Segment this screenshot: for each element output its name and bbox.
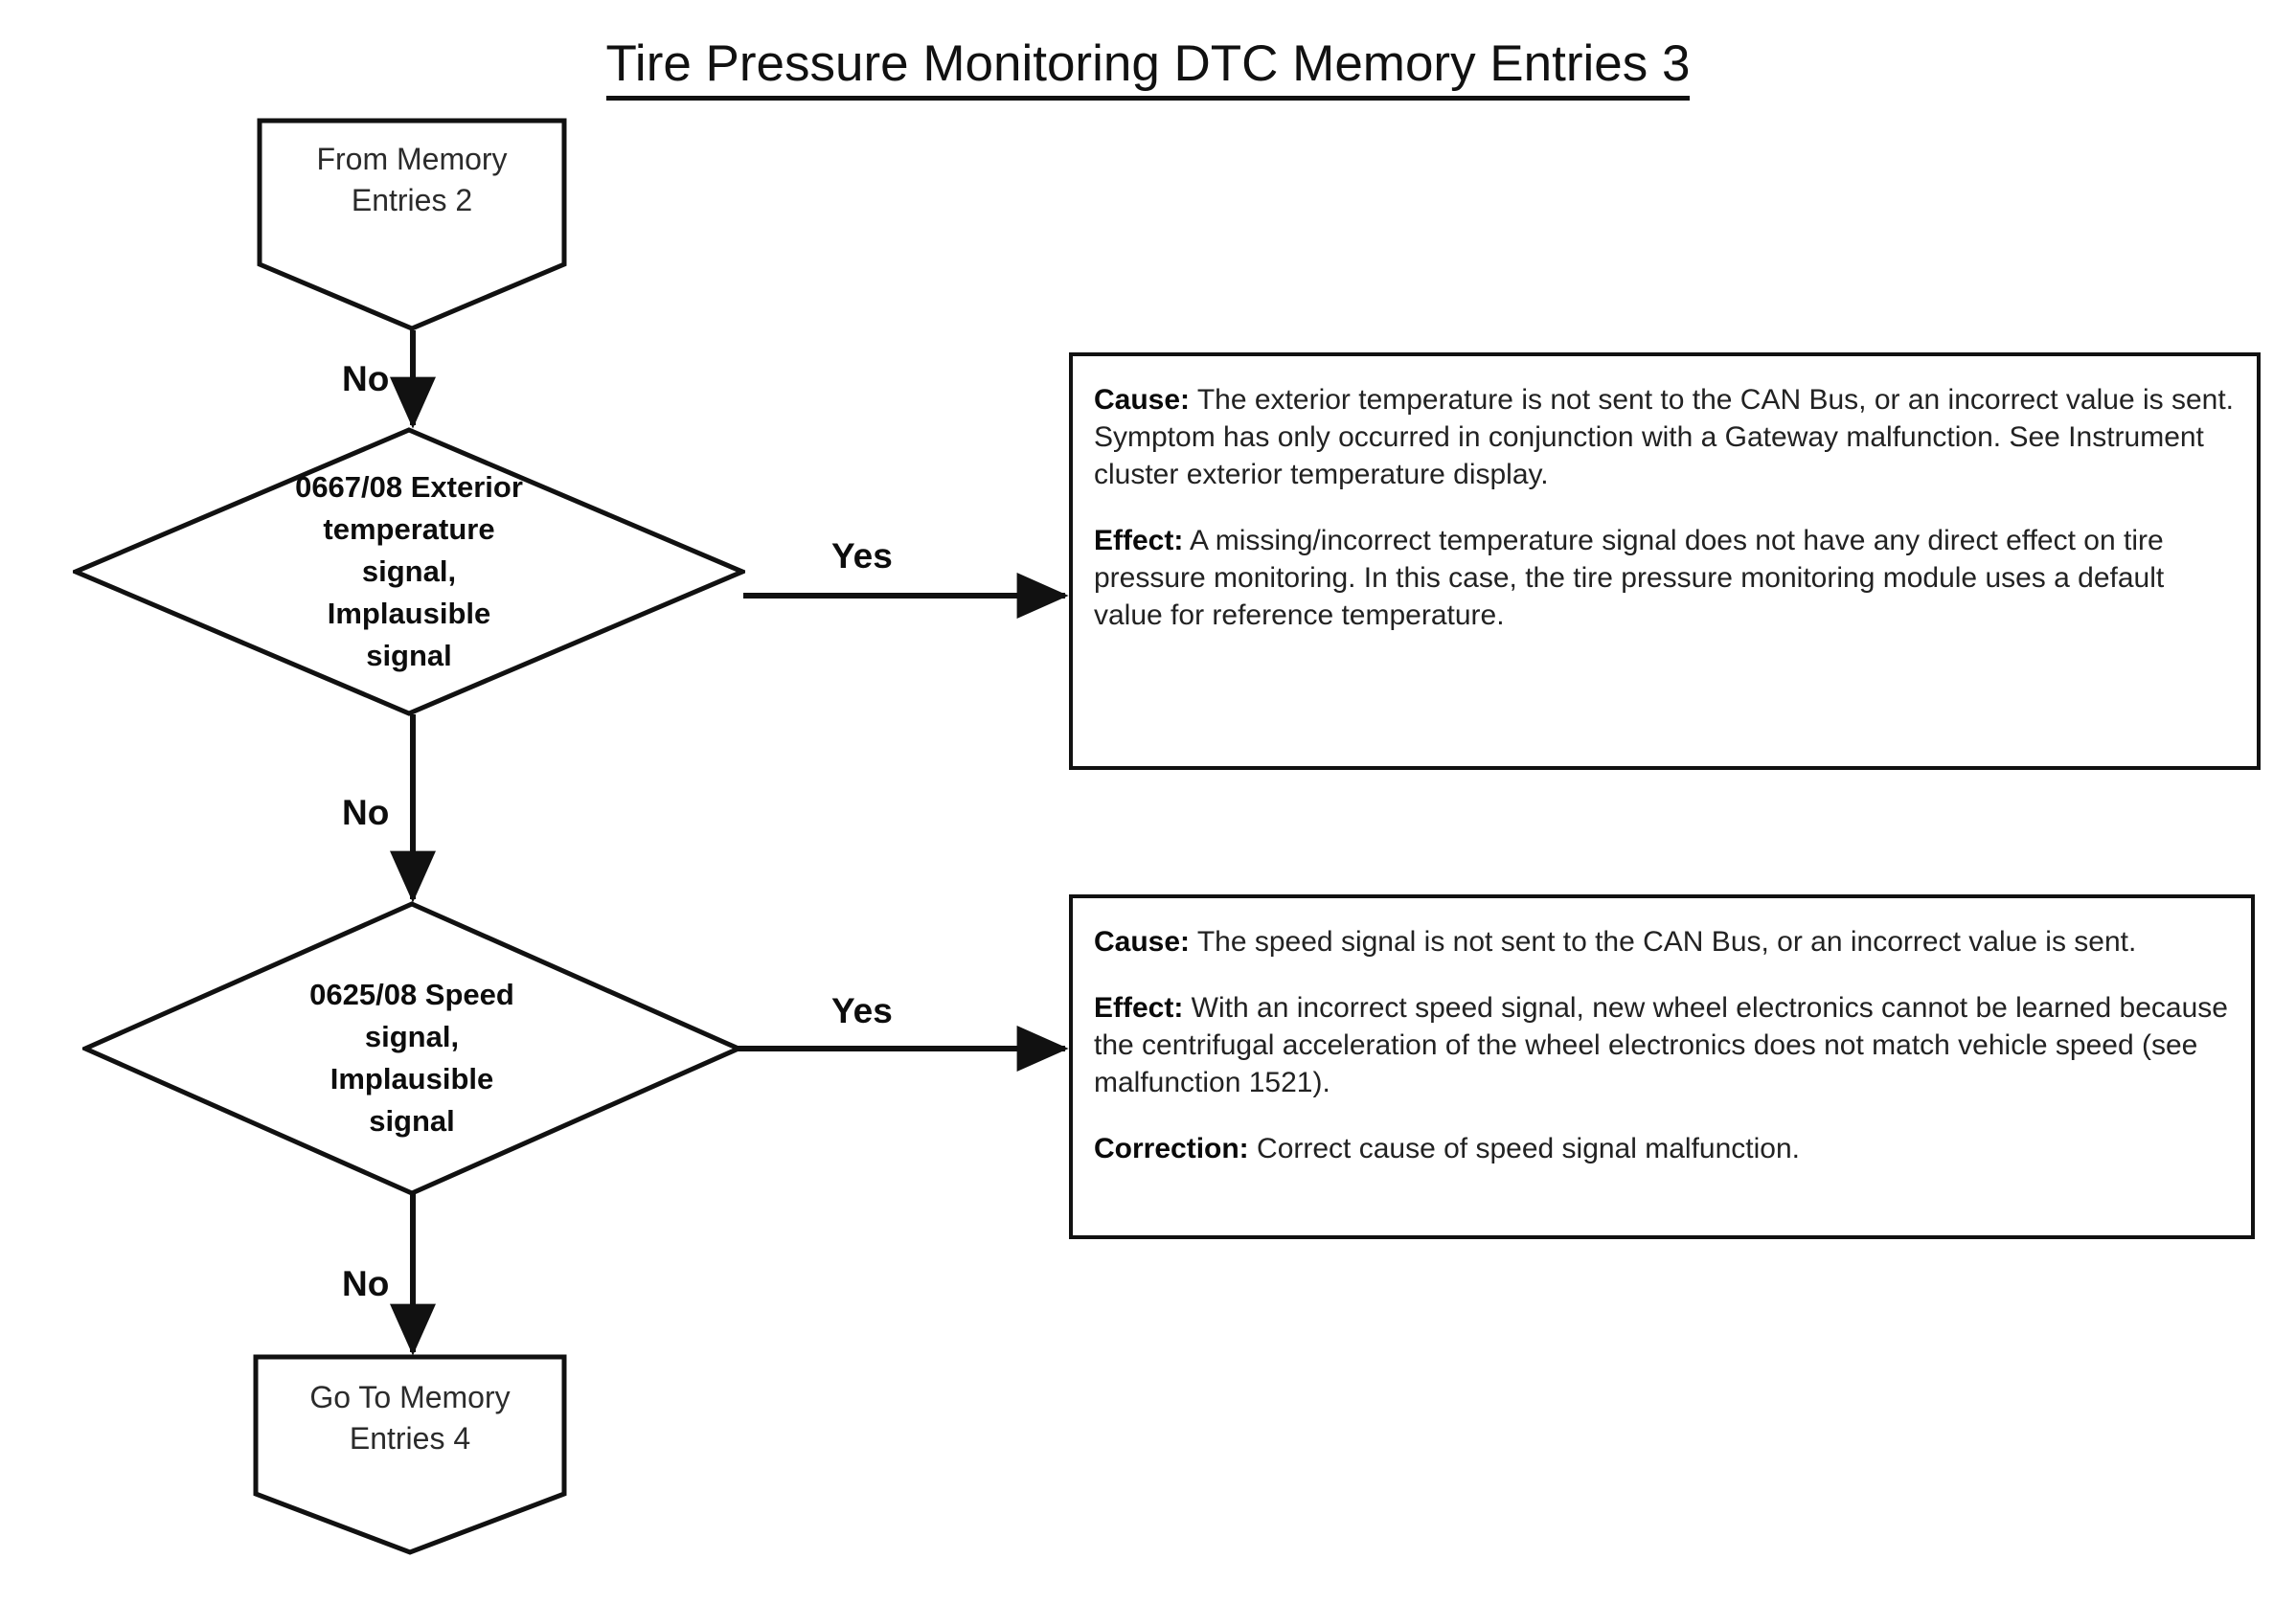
effect-label: Effect: [1094,525,1184,556]
node-start[interactable]: From Memory Entries 2 [257,118,567,331]
edge-label-decision1-yes: Yes [831,536,893,576]
effect-text: A missing/incorrect temperature signal d… [1094,525,2165,631]
cause-label: Cause: [1094,384,1191,416]
effect-text: With an incorrect speed signal, new whee… [1094,992,2228,1098]
page-title-text: Tire Pressure Monitoring DTC Memory Entr… [605,35,1691,101]
cause-label: Cause: [1094,926,1191,958]
edge-label-decision2-yes: Yes [831,991,893,1030]
pentagon-shape [253,1354,567,1555]
correction-text: Correct cause of speed signal malfunctio… [1248,1133,1800,1164]
info-box-speed-signal: Cause: The speed signal is not sent to t… [1069,894,2255,1239]
edge-label-decision2-no: No [342,1264,390,1303]
node-end-label: Go To Memory Entries 4 [309,1380,511,1456]
info-box-2-effect: Effect: With an incorrect speed signal, … [1094,989,2230,1101]
info-box-2-cause: Cause: The speed signal is not sent to t… [1094,923,2230,960]
effect-label: Effect: [1094,992,1184,1024]
diamond-shape [82,901,741,1196]
pentagon-shape [257,118,567,331]
info-box-1-symptom: Symptom has only occurred in conjunction… [1094,421,2204,490]
info-box-2-correction: Correction: Correct cause of speed signa… [1094,1130,2230,1167]
info-box-1-cause: Cause: The exterior temperature is not s… [1094,381,2236,418]
node-decision-speed-signal-label: 0625/08 Speed signal, Implausible signal [309,978,514,1139]
node-start-label: From Memory Entries 2 [316,142,508,217]
cause-text: The speed signal is not sent to the CAN … [1190,926,2137,958]
cause-text: The exterior temperature is not sent to … [1190,384,2235,416]
edge-label-start-no: No [342,359,390,398]
info-box-1-effect: Effect: A missing/incorrect temperature … [1094,522,2236,634]
diamond-shape [73,427,745,716]
correction-label: Correction: [1094,1133,1249,1164]
node-decision-exterior-temperature[interactable]: 0667/08 Exterior temperature signal, Imp… [73,427,745,716]
edge-label-decision1-no: No [342,793,390,832]
info-box-exterior-temperature: Cause: The exterior temperature is not s… [1069,352,2261,770]
node-decision-speed-signal[interactable]: 0625/08 Speed signal, Implausible signal [82,901,741,1196]
page-title: Tire Pressure Monitoring DTC Memory Entr… [0,34,2296,101]
node-end[interactable]: Go To Memory Entries 4 [253,1354,567,1555]
node-decision-exterior-temperature-label: 0667/08 Exterior temperature signal, Imp… [295,470,523,673]
